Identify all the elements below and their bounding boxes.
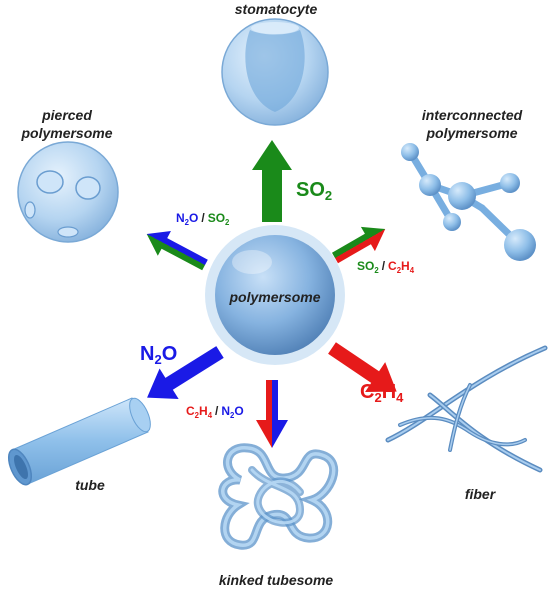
gas-label-c2h4: C2H4 (360, 381, 404, 405)
fiber-structure (385, 345, 548, 473)
gas-label-c2h4-n2o: C2H4/N2O (186, 404, 244, 420)
interconnected-polymersome-spheres (401, 143, 536, 261)
tube-structure (7, 397, 151, 486)
label-kinked-tubesome: kinked tubesome (219, 572, 334, 588)
label-stomatocyte: stomatocyte (235, 1, 318, 17)
stomatocyte-vesicle (221, 18, 329, 126)
label-interconnected-polymersome: polymersome (425, 125, 517, 141)
gas-label-n2o-so2: N2O/SO2 (176, 211, 230, 227)
label-polymersome: polymersome (228, 289, 320, 305)
polymersome-vesicle (205, 225, 345, 365)
arrow-n2o-lower-left (147, 346, 224, 400)
label-pierced-polymersome: polymersome (20, 125, 112, 141)
label-interconnected: interconnected (422, 107, 523, 123)
arrow-n2o-so2-upper-left (146, 231, 208, 271)
label-fiber: fiber (465, 486, 497, 502)
gas-label-n2o: N2O (140, 343, 177, 367)
arrow-so2-up (252, 140, 292, 222)
arrow-c2h4-n2o-down (256, 380, 288, 448)
label-tube: tube (75, 477, 105, 493)
label-pierced: pierced (41, 107, 92, 123)
gas-label-so2-top: SO2 (296, 179, 332, 203)
arrow-c2h4-lower-right (328, 342, 397, 393)
kinked-tubesome-structure (218, 443, 339, 550)
gas-label-so2-c2h4: SO2/C2H4 (357, 259, 415, 275)
arrow-so2-c2h4-upper-right (332, 226, 386, 264)
pierced-polymersome-vesicle (17, 141, 119, 243)
